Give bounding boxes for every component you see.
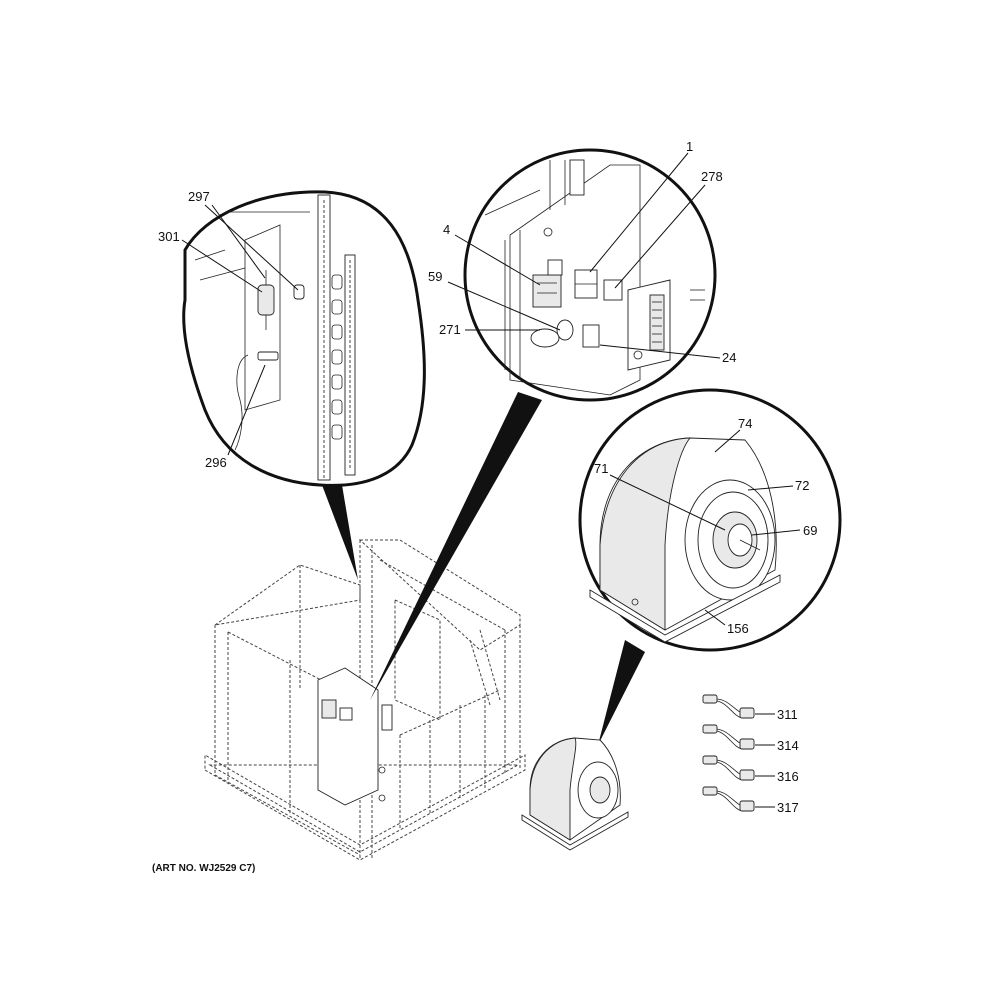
leader-lines (181, 152, 801, 808)
detail-pointer-left (322, 485, 358, 580)
callout-296: 296 (205, 455, 227, 470)
wire-harness-311 (702, 694, 755, 719)
callout-24: 24 (722, 350, 736, 365)
filter-drier-icon (257, 284, 275, 316)
callout-278: 278 (701, 169, 723, 184)
detail-pointer-blower (598, 640, 645, 745)
detail-control-box (463, 148, 717, 402)
detail-blower-assembly (578, 388, 842, 652)
callout-1: 1 (686, 139, 693, 154)
callout-156: 156 (727, 621, 749, 636)
callout-4: 4 (443, 222, 450, 237)
callout-71: 71 (594, 461, 608, 476)
detail-left-refrigerant-tubes (182, 190, 426, 487)
wire-harness-316 (702, 755, 755, 781)
wire-harness-317 (702, 786, 755, 812)
art-number: (ART NO. WJ2529 C7) (152, 863, 255, 874)
callout-59: 59 (428, 269, 442, 284)
callout-317: 317 (777, 800, 799, 815)
callout-69: 69 (803, 523, 817, 538)
main-unit-chassis (204, 539, 526, 861)
callout-316: 316 (777, 769, 799, 784)
callout-74: 74 (738, 416, 752, 431)
callout-311: 311 (777, 707, 798, 722)
blower-assembly-small (521, 737, 629, 851)
callout-297: 297 (188, 189, 210, 204)
wire-harness-group (702, 694, 755, 812)
callout-72: 72 (795, 478, 809, 493)
callout-314: 314 (777, 738, 799, 753)
wire-harness-314 (702, 724, 755, 750)
detail-pointer-control (370, 392, 542, 700)
callout-271: 271 (439, 322, 461, 337)
callout-labels: 297 301 296 1 278 4 59 271 24 74 71 72 6… (158, 139, 817, 815)
coil-tubes (331, 274, 343, 440)
control-board-icon (532, 274, 562, 308)
callout-301: 301 (158, 229, 180, 244)
